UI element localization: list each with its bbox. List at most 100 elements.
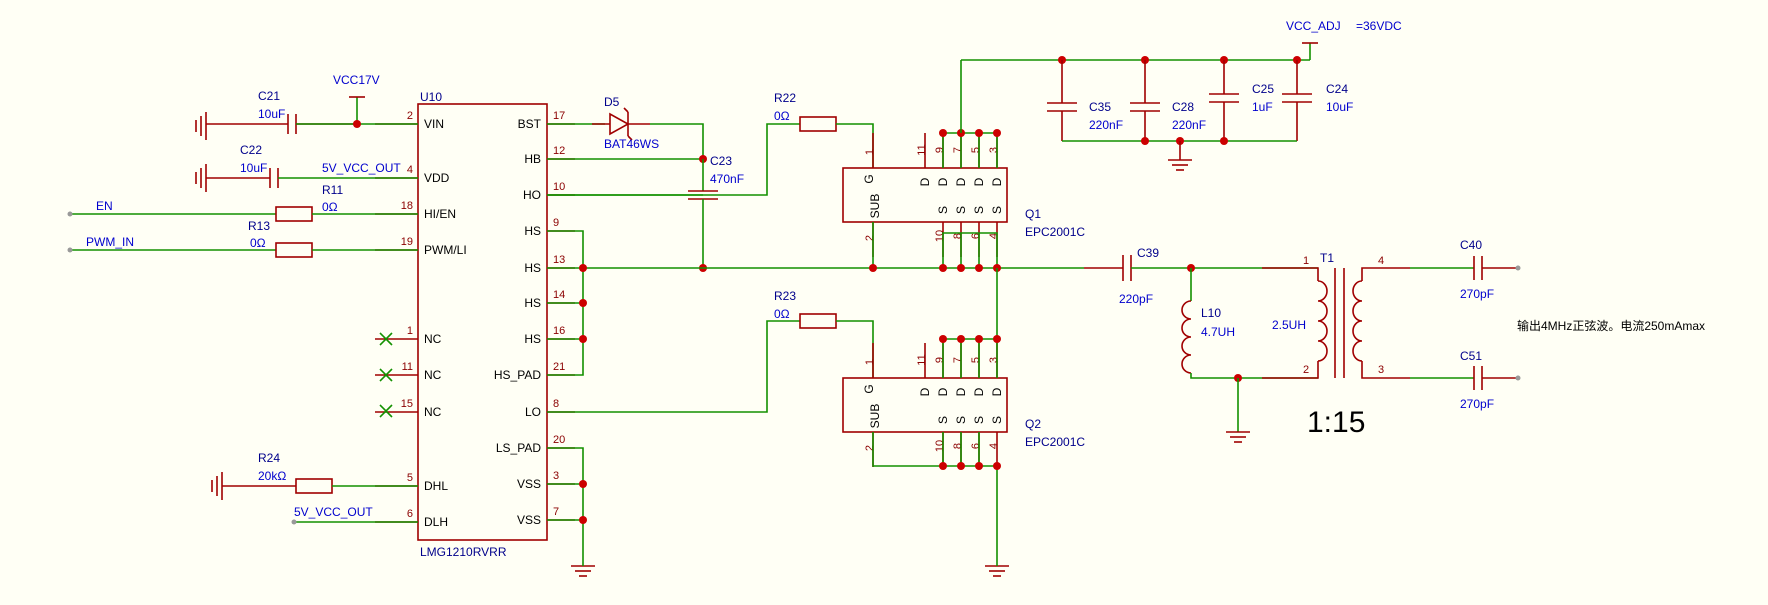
d5-diode: D5 BAT46WS (592, 95, 659, 151)
u10-pin-name: HS (524, 224, 541, 238)
dlh-net-label: 5V_VCC_OUT (294, 505, 373, 519)
u10-pin-name: HI/EN (424, 207, 456, 221)
q1-pin-number: 6 (970, 233, 982, 239)
r23-resistor (799, 313, 837, 329)
pwm-net-label: PWM_IN (86, 235, 134, 249)
t1-pin-3: 3 (1378, 364, 1384, 376)
r13-resistor (275, 242, 313, 258)
u10-pin-number: 20 (553, 434, 565, 446)
u10-pin-name: VSS (517, 477, 541, 491)
q2-g-label: G (862, 384, 876, 393)
turns-ratio: 1:15 (1307, 406, 1365, 439)
u10-pin-name: DHL (424, 479, 448, 493)
c23-value: 470nF (710, 172, 744, 186)
t1-value: 2.5UH (1272, 318, 1306, 332)
q2-value: EPC2001C (1025, 435, 1085, 449)
q2-g-pin: 1 (864, 359, 876, 365)
q1-pin-label: D (918, 177, 932, 186)
q2-pin-number: 9 (934, 357, 946, 363)
u10-pin-number: 15 (401, 398, 413, 410)
ground-q2 (985, 560, 1009, 577)
r13-ref: R13 (248, 219, 270, 233)
l10-ref: L10 (1201, 306, 1221, 320)
u10-pin-number: 18 (401, 200, 413, 212)
q1-pin-number: 5 (970, 147, 982, 153)
r24-value: 20kΩ (258, 469, 286, 483)
q2-pin-label: D (972, 387, 986, 396)
t1-pin-2: 2 (1303, 364, 1309, 376)
c51-capacitor: C51 270pF (1410, 349, 1521, 411)
q1-pin-number: 11 (916, 144, 928, 155)
u10-pin-number: 7 (553, 506, 559, 518)
q1-pin-label: D (972, 177, 986, 186)
q2-pin-label: D (954, 387, 968, 396)
u10-ic: U10 LMG1210RVRR 2VIN4VDD18HI/EN19PWM/LI1… (375, 90, 575, 559)
c25-value: 1uF (1252, 100, 1273, 114)
q2-pin-number: 5 (970, 357, 982, 363)
u10-pin-number: 13 (553, 254, 565, 266)
q2-ref: Q2 (1025, 417, 1041, 431)
u10-pin-name: HS_PAD (494, 368, 541, 382)
vcc-adj-value: =36VDC (1356, 19, 1402, 33)
c22-value: 10uF (240, 161, 267, 175)
u10-pin-number: 3 (553, 470, 559, 482)
vcc-adj-net-label: VCC_ADJ (1286, 19, 1341, 33)
u10-pin-number: 4 (407, 164, 413, 176)
r11-value: 0Ω (322, 200, 338, 214)
r22-resistor (799, 116, 837, 132)
decoupling-caps (1047, 60, 1312, 141)
q2-pin-label: S (990, 416, 1004, 424)
q1-pin-number: 9 (934, 147, 946, 153)
nc-markers (379, 332, 393, 418)
u10-pin-number: 2 (407, 110, 413, 122)
u10-pin-number: 19 (401, 236, 413, 248)
q1-pin-number: 7 (952, 147, 964, 153)
r11-resistor (275, 206, 313, 222)
u10-pin-number: 12 (553, 145, 565, 157)
l10-inductor (1181, 300, 1192, 374)
u10-pin-name: LO (525, 405, 541, 419)
c35-ref: C35 (1089, 100, 1111, 114)
u10-pin-number: 9 (553, 217, 559, 229)
q2-pin-label: D (990, 387, 1004, 396)
q1-pin-label: D (936, 177, 950, 186)
u10-pin-number: 14 (553, 289, 565, 301)
q1-pin-label: S (972, 206, 986, 214)
q1-pin-label: S (990, 206, 1004, 214)
q2-sub-label: SUB (868, 404, 882, 429)
t1-pin-1: 1 (1303, 255, 1309, 267)
u10-ref: U10 (420, 90, 442, 104)
u10-pin-number: 11 (402, 361, 413, 373)
u10-pin-name: VIN (424, 117, 444, 131)
q1-pin-number: 3 (988, 147, 1000, 153)
q1-pin-number: 8 (952, 233, 964, 239)
t1-ref: T1 (1320, 251, 1334, 265)
u10-pin-name: HB (524, 152, 541, 166)
u10-pin-name: LS_PAD (496, 441, 541, 455)
u10-pin-number: 6 (407, 508, 413, 520)
u10-pin-name: HS (524, 296, 541, 310)
t1-transformer: T1 2.5UH 1 2 4 3 (1262, 251, 1410, 379)
u10-pin-number: 10 (553, 181, 565, 193)
d5-ref: D5 (604, 95, 620, 109)
u10-pin-name: HS (524, 261, 541, 275)
ground-output (1226, 431, 1250, 443)
q1-pin-number: 10 (934, 230, 946, 242)
ground-u10 (571, 560, 595, 577)
r22-ref: R22 (774, 91, 796, 105)
c51-value: 270pF (1460, 397, 1494, 411)
c22-ref: C22 (240, 143, 262, 157)
c40-ref: C40 (1460, 238, 1482, 252)
r23-value: 0Ω (774, 307, 790, 321)
q2-pin-number: 6 (970, 443, 982, 449)
r23-ref: R23 (774, 289, 796, 303)
q1-sub-pin: 2 (864, 235, 876, 241)
q1-g-pin: 1 (864, 149, 876, 155)
q2-sub-pin: 2 (864, 445, 876, 451)
q1-pin-label: D (990, 177, 1004, 186)
u10-pin-name: PWM/LI (424, 243, 467, 257)
d5-value: BAT46WS (604, 137, 659, 151)
en-net-label: EN (96, 199, 113, 213)
u10-pin-name: VSS (517, 513, 541, 527)
